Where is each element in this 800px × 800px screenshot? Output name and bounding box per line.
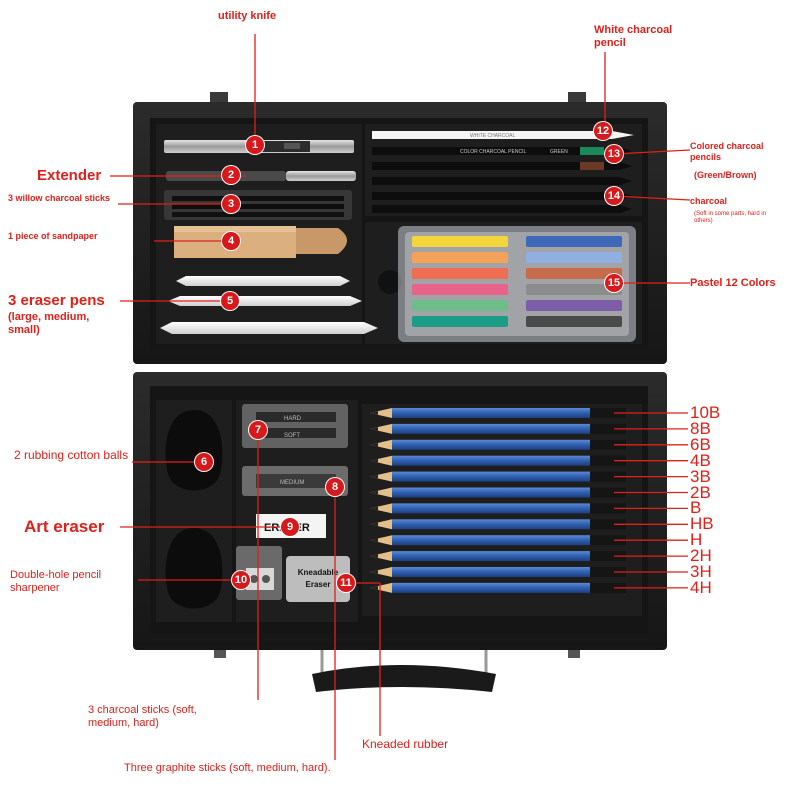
pencil-grade-label: 2H [690, 546, 712, 566]
graphite-pencil [370, 551, 626, 562]
svg-text:MEDIUM: MEDIUM [280, 480, 304, 486]
label-extender: Extender [37, 167, 102, 184]
graphite-sticks-box: HARD SOFT [242, 404, 348, 448]
kneadable-eraser: Kneadable Eraser [286, 556, 350, 602]
callout-badge: 3 [222, 195, 240, 213]
pencil-grade-label: 2B [690, 482, 711, 502]
callout-badge: 1 [246, 136, 264, 154]
graphite-pencil [370, 471, 626, 482]
label-willow-charcoal: 3 willow charcoal sticks [8, 193, 111, 203]
label-white-charcoal-pencil: White charcoal pencil [594, 24, 673, 50]
pencil-grade-label: 3H [690, 562, 712, 581]
callout-badge: 7 [249, 421, 267, 439]
svg-text:SOFT: SOFT [284, 433, 300, 439]
label-art-eraser: Art eraser [24, 517, 105, 536]
case-handle [214, 650, 580, 692]
svg-text:WHITE CHARCOAL: WHITE CHARCOAL [470, 133, 516, 139]
svg-text:COLOR CHARCOAL PENCIL: COLOR CHARCOAL PENCIL [460, 149, 526, 155]
hinge [568, 92, 586, 104]
pastel-stick [526, 284, 622, 295]
pencil-grade-label: 6B [690, 434, 711, 454]
pencil-grade-label: 3B [690, 466, 711, 486]
willow-charcoal-bag [164, 190, 352, 220]
pencil-grade-label: 8B [690, 418, 711, 438]
sandpaper-block [174, 226, 347, 258]
hinge [210, 92, 228, 104]
svg-text:HARD: HARD [284, 416, 302, 422]
pencil-grade-label: 4B [690, 450, 711, 470]
label-kneaded-rubber: Kneaded rubber [362, 737, 449, 751]
graphite-pencil [370, 582, 626, 593]
callout-badge: 13 [605, 145, 623, 163]
callout-badge: 11 [337, 574, 355, 592]
pencil-grade-label: HB [690, 514, 714, 534]
pastel-stick [412, 252, 508, 263]
label-colored-charcoal: Colored charcoal pencils [690, 141, 764, 162]
graphite-pencil [370, 487, 626, 498]
leader-lines [110, 34, 691, 760]
svg-text:Eraser: Eraser [306, 580, 331, 589]
svg-text:Kneadable: Kneadable [298, 568, 339, 577]
graphite-pencil [370, 423, 626, 434]
lid-pencils: WHITE CHARCOAL COLOR CHARCOAL PENCIL GRE… [372, 131, 634, 213]
callout-badge: 2 [222, 166, 240, 184]
callout-badge: 10 [232, 571, 250, 589]
charcoal-sticks-box: MEDIUM [242, 466, 348, 496]
callout-badge: 9 [281, 518, 299, 536]
label-eraser-pens: 3 eraser pens [8, 292, 105, 309]
pastel-stick [412, 284, 508, 295]
graphite-pencil [370, 519, 626, 530]
label-charcoal-sticks: 3 charcoal sticks (soft, medium, hard) [88, 704, 197, 730]
pastel-stick [412, 236, 508, 247]
callout-badge: 6 [195, 453, 213, 471]
pastel-stick [412, 268, 508, 279]
pastel-stick [526, 268, 622, 279]
graphite-pencil [370, 503, 626, 514]
graphite-pencils [370, 408, 626, 593]
callout-badge: 12 [594, 122, 612, 140]
pencil-grade-label: B [690, 498, 702, 518]
callout-badge: 5 [221, 292, 239, 310]
label-sharpener: Double-hole pencil sharpener [10, 569, 102, 595]
pencil-sharpener [236, 546, 282, 600]
label-eraser-pens-sizes: (large, medium, small) [8, 311, 90, 337]
callout-badge: 15 [605, 274, 623, 292]
graphite-pencil [370, 408, 626, 418]
label-graphite-sticks: Three graphite sticks (soft, medium, har… [124, 762, 331, 774]
label-pastel: Pastel 12 Colors [690, 277, 776, 289]
label-charcoal: charcoal [690, 196, 728, 206]
callout-badge: 4 [222, 232, 240, 250]
svg-text:GREEN: GREEN [550, 149, 568, 155]
callout-badge: 8 [326, 478, 344, 496]
pastel-stick [526, 252, 622, 263]
label-utility-knife: utility knife [218, 10, 277, 22]
pencil-grade-label: 10B [690, 403, 721, 422]
pencil-grade-label: H [690, 530, 703, 550]
pastel-stick [526, 300, 622, 311]
label-charcoal-note: (Soft in some parts, hard in others) [694, 211, 767, 225]
pencil-grade-label: 4H [690, 577, 712, 597]
rubbing-ball [165, 410, 223, 491]
pastel-stick [526, 316, 622, 327]
eraser-pens [160, 276, 378, 334]
pastel-stick [526, 236, 622, 247]
graphite-pencil [370, 439, 626, 450]
pastel-stick [412, 316, 508, 327]
label-sandpaper: 1 piece of sandpaper [8, 231, 98, 241]
rubbing-ball [165, 528, 223, 609]
graphite-pencil [370, 535, 626, 546]
callout-badge: 14 [605, 187, 623, 205]
label-rubbing-balls: 2 rubbing cotton balls [14, 448, 129, 462]
label-colored-charcoal-colors: (Green/Brown) [694, 170, 757, 180]
graphite-pencil [370, 455, 626, 466]
graphite-pencil [370, 567, 626, 577]
pastel-box [398, 226, 636, 342]
pastel-stick [412, 300, 508, 311]
